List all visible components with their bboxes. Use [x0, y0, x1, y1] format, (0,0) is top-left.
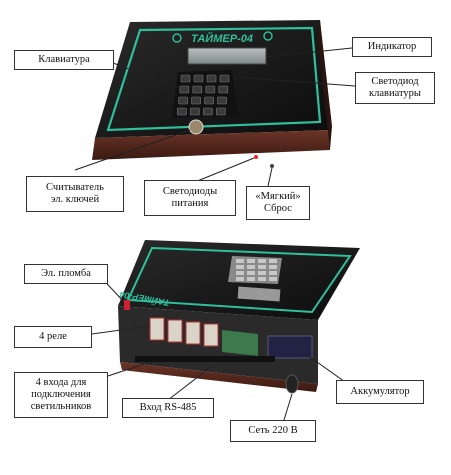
keypad-key	[190, 107, 200, 116]
line-soft-reset	[267, 167, 273, 187]
rear-keypad-key	[258, 271, 266, 275]
front-right-side	[318, 20, 332, 150]
line-key-reader	[74, 129, 191, 171]
line-relays	[91, 325, 151, 335]
indicator-display	[187, 47, 267, 65]
keypad-key	[216, 107, 226, 116]
keypad-key	[203, 107, 213, 116]
keypad-key	[218, 85, 229, 94]
label-mains: Сеть 220 В	[230, 420, 316, 442]
connector-row	[135, 356, 275, 362]
front-device: ТАЙМЕР-04	[92, 20, 332, 168]
keypad-key	[177, 107, 187, 116]
rear-display	[237, 286, 281, 302]
reset-button-icon	[270, 164, 274, 168]
line-keyboard	[112, 62, 181, 89]
label-power-leds: Светодиоды питания	[144, 180, 236, 216]
line-keyboard-led	[235, 76, 356, 87]
rear-keypad-key	[236, 265, 244, 269]
label-key-reader: Считыватель эл. ключей	[26, 176, 124, 212]
line-lamp-inputs	[107, 361, 151, 377]
label-lamp-inputs: 4 входа для подключения светильников	[14, 372, 108, 418]
label-rs485: Вход RS-485	[122, 398, 214, 418]
rear-keypad-key	[247, 259, 255, 263]
rear-side-edge	[120, 362, 318, 392]
rear-panel-outline	[126, 246, 352, 314]
keypad-key	[191, 96, 201, 105]
front-panel-outline	[106, 26, 322, 132]
keypad-key	[217, 96, 227, 105]
front-side	[92, 130, 330, 160]
line-indicator	[265, 47, 353, 58]
rear-keypad-key	[269, 271, 277, 275]
line-mains	[283, 393, 293, 421]
power-led-icon	[254, 155, 258, 159]
label-soft-reset: «Мягкий» Сброс	[246, 186, 310, 220]
keypad-key	[179, 85, 190, 94]
rear-keypad-key	[269, 259, 277, 263]
keypad-key	[193, 74, 204, 83]
el-seal-icon	[124, 300, 130, 310]
line-rs485	[167, 365, 213, 401]
rear-keypad-key	[247, 271, 255, 275]
rear-keypad-keys	[236, 259, 277, 281]
rear-keypad-key	[269, 277, 277, 281]
keypad	[172, 70, 238, 118]
keypad-key	[192, 85, 203, 94]
key-reader-icon	[188, 119, 204, 135]
rear-keypad-key	[236, 277, 244, 281]
front-logo-right-icon	[263, 31, 273, 41]
circuit-board	[222, 330, 258, 356]
rear-keypad-key	[258, 259, 266, 263]
front-brand-text: ТАЙМЕР-04	[191, 32, 253, 45]
rear-keypad-key	[269, 265, 277, 269]
keypad-key	[205, 85, 216, 94]
rear-keypad-key	[236, 259, 244, 263]
keypad-key	[178, 96, 188, 105]
rear-keypad-key	[258, 265, 266, 269]
front-logo-left-icon	[172, 33, 182, 43]
keypad-key	[219, 74, 230, 83]
label-relays: 4 реле	[14, 326, 92, 348]
line-battery	[299, 349, 349, 385]
rear-keypad-key	[247, 265, 255, 269]
keypad-key	[206, 74, 217, 83]
line-power-leds	[189, 157, 255, 185]
rear-keypad-key	[258, 277, 266, 281]
rear-device: ТАЙМЕР-04	[118, 240, 360, 394]
label-keyboard: Клавиатура	[14, 50, 114, 70]
relay-block	[149, 317, 219, 347]
rear-keypad-key	[247, 277, 255, 281]
label-indicator: Индикатор	[352, 37, 432, 57]
mains-cable-icon	[285, 374, 299, 394]
label-el-seal: Эл. пломба	[24, 264, 108, 284]
keypad-key	[204, 96, 214, 105]
keypad-key	[180, 74, 191, 83]
rear-keypad-key	[236, 271, 244, 275]
battery	[267, 335, 313, 359]
label-battery: Аккумулятор	[336, 380, 424, 404]
label-keyboard-led: Светодиод клавиатуры	[355, 72, 435, 104]
